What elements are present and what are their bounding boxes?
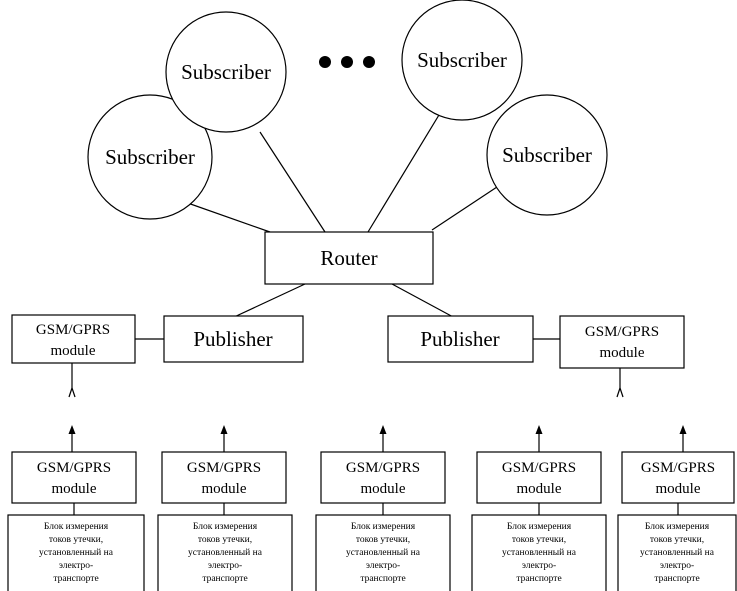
publisher-label: Publisher [420,327,499,351]
module-label-line1: GSM/GPRS [346,460,420,476]
link-subscriber-4-router [431,184,501,231]
module-label-line1: GSM/GPRS [641,460,715,476]
link-subscriber-2-router [259,131,326,233]
subscriber-node: Subscriber [486,94,608,216]
measurement-unit: GSM/GPRS module Блок измерения токов уте… [7,425,145,591]
measurement-unit: GSM/GPRS module Блок измерения токов уте… [157,425,293,591]
link-subscriber-3-router [367,109,443,233]
measurement-unit: GSM/GPRS module Блок измерения токов уте… [315,425,451,591]
link-router-publisher-2 [391,283,456,319]
gsm-module: GSM/GPRS module [559,315,685,369]
module-label-line1: GSM/GPRS [585,324,659,340]
module-label-line2: module [51,343,96,359]
publisher-label: Publisher [193,327,272,351]
module-label-line1: GSM/GPRS [36,322,110,338]
module-label-line1: GSM/GPRS [37,460,111,476]
arrow-up-icon [679,425,687,452]
module-label-line2: module [52,481,97,497]
module-label-line2: module [202,481,247,497]
arrow-up-icon [379,425,387,452]
link-subscriber-1-router [181,200,271,233]
subscriber-label: Subscriber [417,48,507,72]
block-text-line2: токов утечки, [356,535,410,545]
subscriber-node: Subscriber [165,11,287,133]
router-node: Router [264,231,434,285]
ellipsis-icon [319,56,375,68]
block-text-line4: электро- [660,561,694,571]
subscriber-label: Subscriber [502,143,592,167]
block-text-line2: токов утечки, [49,535,103,545]
block-text-line1: Блок измерения [507,522,572,532]
block-text-line4: электро- [522,561,556,571]
block-text-line2: токов утечки, [198,535,252,545]
arrow-up-icon [220,425,228,452]
module-label-line1: GSM/GPRS [502,460,576,476]
measurement-unit: GSM/GPRS module Блок измерения токов уте… [617,425,737,591]
block-text-line3: установленный на [640,547,715,558]
block-text-line3: установленный на [39,547,114,558]
block-text-line4: электро- [208,561,242,571]
block-text-line4: электро- [59,561,93,571]
module-label-line2: module [656,481,701,497]
block-text-line1: Блок измерения [193,522,258,532]
block-text-line1: Блок измерения [44,522,109,532]
block-text-line5: транспорте [654,574,699,584]
antenna-icon [68,363,76,398]
connection-lines [135,109,560,340]
block-text-line2: токов утечки, [650,535,704,545]
block-text-line4: электро- [366,561,400,571]
block-text-line5: транспорте [202,574,247,584]
subscriber-node: Subscriber [401,0,523,121]
publisher-node: Publisher [387,315,534,363]
block-text-line3: установленный на [188,547,263,558]
subscriber-node: Subscriber [87,94,213,220]
module-label-line1: GSM/GPRS [187,460,261,476]
subscriber-label: Subscriber [181,60,271,84]
router-label: Router [320,246,377,270]
link-router-publisher-1 [231,283,306,319]
module-label-line2: module [517,481,562,497]
antenna-icon [616,368,624,398]
block-text-line2: токов утечки, [512,535,566,545]
arrow-up-icon [535,425,543,452]
block-text-line3: установленный на [502,547,577,558]
block-text-line5: транспорте [516,574,561,584]
arrow-up-icon [68,425,76,452]
block-text-line5: транспорте [53,574,98,584]
block-text-line1: Блок измерения [351,522,416,532]
block-text-line1: Блок измерения [645,522,710,532]
module-label-line2: module [600,345,645,361]
subscriber-label: Subscriber [105,145,195,169]
measurement-unit: GSM/GPRS module Блок измерения токов уте… [471,425,607,591]
gsm-module: GSM/GPRS module [11,314,136,364]
module-label-line2: module [361,481,406,497]
block-text-line3: установленный на [346,547,421,558]
publisher-node: Publisher [163,315,304,363]
block-text-line5: транспорте [360,574,405,584]
